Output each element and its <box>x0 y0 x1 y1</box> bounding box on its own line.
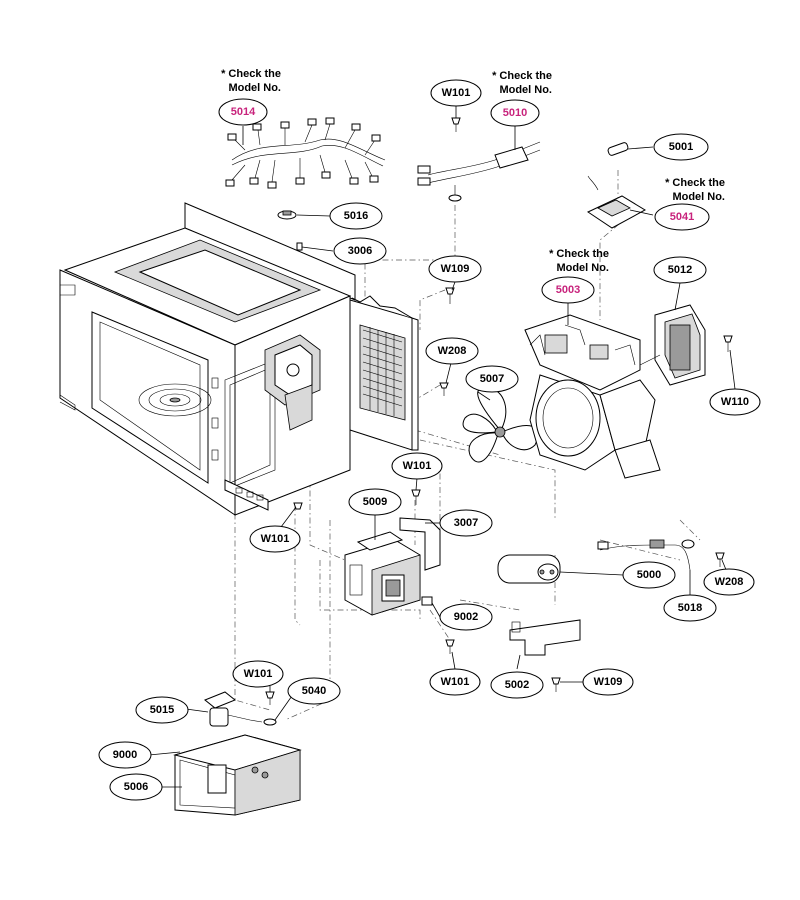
callout-5016[interactable]: 5016 <box>329 202 383 230</box>
callout-w109-lower[interactable]: W109 <box>582 668 634 696</box>
svg-text:5012: 5012 <box>668 264 692 276</box>
capacitor-5000 <box>497 554 561 584</box>
svg-text:W208: W208 <box>715 576 744 588</box>
svg-text:W109: W109 <box>594 676 623 688</box>
note-line-2: Model No. <box>499 84 552 96</box>
svg-text:W208: W208 <box>438 345 467 357</box>
callout-5015[interactable]: 5015 <box>135 696 189 724</box>
note-line-1: * Check the <box>492 70 552 82</box>
callout-9002[interactable]: 9002 <box>439 603 493 631</box>
callout-w101-lower[interactable]: W101 <box>429 668 481 696</box>
callout-5006[interactable]: 5006 <box>109 773 163 801</box>
callout-w208-right[interactable]: W208 <box>703 568 755 596</box>
vented-panel <box>349 295 419 451</box>
fan-blade-5007 <box>462 387 539 463</box>
callout-5012[interactable]: 5012 <box>653 256 707 284</box>
svg-text:5041: 5041 <box>670 211 694 223</box>
svg-text:W110: W110 <box>721 396 749 408</box>
svg-text:5040: 5040 <box>302 685 326 697</box>
svg-text:5016: 5016 <box>344 210 368 222</box>
svg-text:5010: 5010 <box>503 107 527 119</box>
bracket-3007 <box>399 517 441 571</box>
svg-text:5000: 5000 <box>637 569 661 581</box>
callout-5040[interactable]: 5040 <box>287 677 341 705</box>
callout-5001[interactable]: 5001 <box>653 133 709 161</box>
callout-w110[interactable]: W110 <box>709 388 761 416</box>
note-line-1: * Check the <box>549 248 609 260</box>
callout-w109-top[interactable]: W109 <box>428 255 482 283</box>
base-assembly <box>173 691 302 816</box>
callout-5007[interactable]: 5007 <box>465 365 519 393</box>
small-parts <box>263 117 733 726</box>
callout-w101-top[interactable]: W101 <box>430 79 482 107</box>
svg-text:W101: W101 <box>442 87 471 99</box>
fan-motor-5012 <box>639 304 706 386</box>
callout-5010[interactable]: 5010 <box>490 99 540 127</box>
note-5041: * Check the Model No. <box>665 177 725 203</box>
svg-text:5001: 5001 <box>669 141 693 153</box>
svg-text:W101: W101 <box>403 460 432 472</box>
callout-5014[interactable]: 5014 <box>218 98 268 126</box>
callout-9000[interactable]: 9000 <box>98 741 152 769</box>
svg-text:W101: W101 <box>244 668 273 680</box>
note-line-1: * Check the <box>665 177 725 189</box>
svg-text:3006: 3006 <box>348 245 372 257</box>
callout-w101-mid[interactable]: W101 <box>391 452 443 480</box>
svg-text:3007: 3007 <box>454 517 478 529</box>
svg-text:5006: 5006 <box>124 781 148 793</box>
callout-5009[interactable]: 5009 <box>348 488 402 516</box>
note-5010: * Check the Model No. <box>492 70 552 96</box>
callout-5018[interactable]: 5018 <box>663 594 717 622</box>
oven-cavity <box>59 202 356 516</box>
svg-text:5007: 5007 <box>480 373 504 385</box>
svg-text:5018: 5018 <box>678 602 702 614</box>
svg-text:5003: 5003 <box>556 284 580 296</box>
svg-text:W109: W109 <box>441 263 470 275</box>
bracket-5002 <box>509 619 581 656</box>
callout-w101-bottom[interactable]: W101 <box>232 660 284 688</box>
fan-duct-5003 <box>524 314 661 479</box>
svg-text:9000: 9000 <box>113 749 137 761</box>
svg-text:9002: 9002 <box>454 611 478 623</box>
svg-text:5002: 5002 <box>505 679 529 691</box>
callout-w101-cabinet[interactable]: W101 <box>249 525 301 553</box>
callout-5003[interactable]: 5003 <box>541 276 595 304</box>
svg-text:W101: W101 <box>261 533 290 545</box>
wire-5018 <box>597 539 695 571</box>
note-line-1: * Check the <box>221 68 281 80</box>
svg-text:W101: W101 <box>441 676 470 688</box>
callout-5000[interactable]: 5000 <box>622 561 676 589</box>
callout-3007[interactable]: 3007 <box>439 509 493 537</box>
note-line-2: Model No. <box>228 82 281 94</box>
note-5014: * Check the Model No. <box>221 68 281 94</box>
magnetron-5009 <box>344 531 421 616</box>
callout-5041[interactable]: 5041 <box>654 203 710 231</box>
callout-w208-top[interactable]: W208 <box>425 337 479 365</box>
note-line-2: Model No. <box>672 191 725 203</box>
callout-3006[interactable]: 3006 <box>333 237 387 265</box>
note-line-2: Model No. <box>556 262 609 274</box>
callout-5002[interactable]: 5002 <box>490 671 544 699</box>
svg-text:5009: 5009 <box>363 496 387 508</box>
wire-harness-5014 <box>225 117 386 189</box>
power-cord-5010 <box>417 141 541 202</box>
note-5003: * Check the Model No. <box>549 248 609 274</box>
svg-text:5015: 5015 <box>150 704 174 716</box>
svg-text:5014: 5014 <box>231 106 256 118</box>
